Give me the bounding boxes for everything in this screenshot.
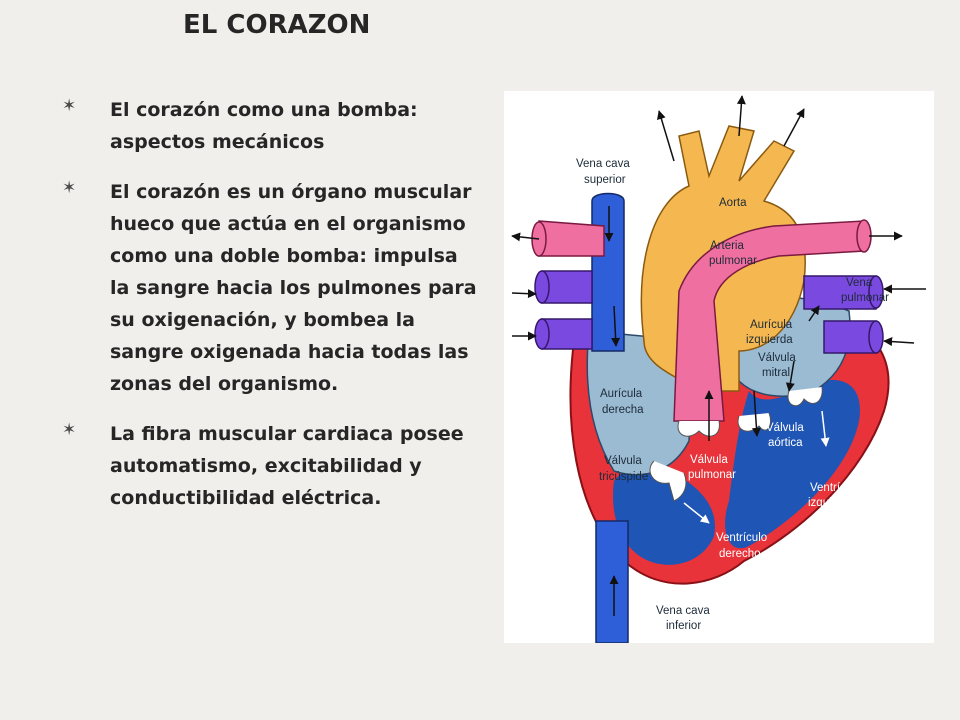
pulmonary-vein-right [803, 275, 877, 310]
bullet-text: El corazón como una bomba: aspectos mecá… [110, 99, 418, 153]
bullet-item: ✶ La fibra muscular cardiaca posee autom… [62, 418, 482, 514]
mitral-valve [787, 386, 823, 407]
right-ventricle [613, 465, 715, 565]
bullet-text: La fibra muscular cardiaca posee automat… [110, 423, 464, 509]
pulmonary-vein-right [823, 320, 877, 354]
pulmonary-artery-branch [538, 220, 605, 257]
star-bullet-icon: ✶ [62, 420, 77, 440]
star-bullet-icon: ✶ [62, 178, 77, 198]
tricuspid-valve [649, 460, 687, 502]
superior-vena-cava [591, 192, 625, 352]
inferior-vena-cava [595, 520, 629, 643]
aortic-valve [737, 412, 772, 432]
bullet-item: ✶ El corazón es un órgano muscular hueco… [62, 176, 482, 400]
label-aorta: Aorta [719, 197, 747, 209]
slide-title: EL CORAZON [183, 10, 371, 40]
bullet-text: El corazón es un órgano muscular hueco q… [110, 181, 477, 395]
bullet-list: ✶ El corazón como una bomba: aspectos me… [62, 94, 482, 532]
star-bullet-icon: ✶ [62, 96, 77, 116]
bullet-item: ✶ El corazón como una bomba: aspectos me… [62, 94, 482, 158]
